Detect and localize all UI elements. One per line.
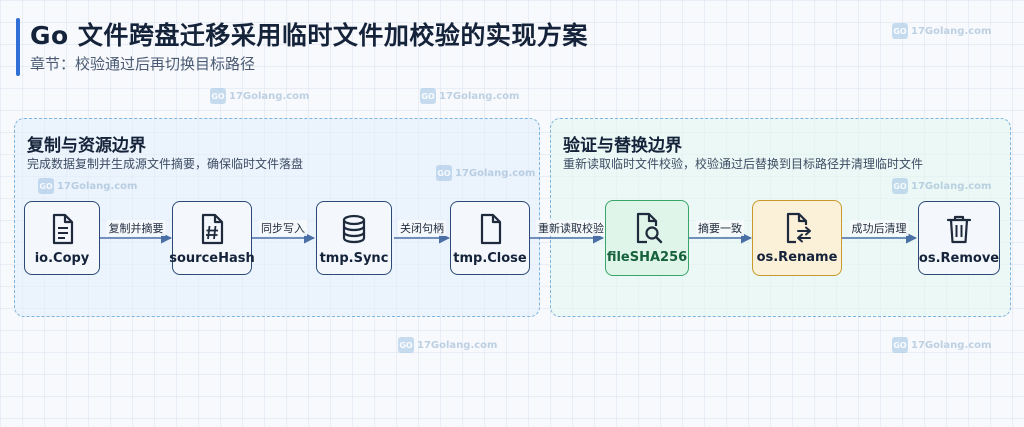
node-os-rename: os.Rename — [752, 200, 842, 276]
file-icon — [480, 213, 502, 245]
node-label: os.Rename — [756, 250, 838, 265]
node-tmp-close: tmp.Close — [450, 201, 530, 275]
node-label: os.Remove — [918, 251, 1000, 266]
node-io-copy: io.Copy — [24, 201, 100, 275]
node-source-hash: sourceHash — [169, 201, 255, 275]
node-tmp-sync: tmp.Sync — [316, 201, 392, 275]
edge-label: 重新读取校验 — [536, 220, 606, 236]
watermark-logo-icon: GO — [38, 178, 54, 194]
page-subtitle: 章节：校验通过后再切换目标路径 — [30, 55, 256, 73]
node-file-sha256: fileSHA256 — [605, 200, 689, 276]
node-os-remove: os.Remove — [918, 201, 1000, 275]
node-label: tmp.Sync — [319, 251, 389, 266]
node-label: tmp.Close — [453, 251, 527, 266]
edge-label: 成功后清理 — [849, 220, 909, 236]
page-title: Go 文件跨盘迁移采用临时文件加校验的实现方案 — [30, 21, 588, 50]
group-title: 复制与资源边界 — [27, 136, 146, 156]
node-label: fileSHA256 — [606, 250, 688, 265]
database-icon — [342, 214, 366, 244]
edge-label: 复制并摘要 — [106, 220, 166, 236]
edge-label: 摘要一致 — [696, 220, 744, 236]
document-icon — [52, 213, 74, 245]
watermark-logo-icon: GO — [210, 88, 226, 104]
watermark-logo-icon: GO — [892, 337, 908, 353]
edge-label: 同步写入 — [259, 220, 307, 236]
group-title: 验证与替换边界 — [563, 136, 682, 156]
node-label: io.Copy — [34, 251, 90, 266]
watermark-logo-icon: GO — [398, 337, 414, 353]
trash-icon — [946, 215, 972, 244]
watermark-logo-icon: GO — [420, 88, 436, 104]
group-description: 完成数据复制并生成源文件摘要，确保临时文件落盘 — [27, 157, 304, 171]
group-description: 重新读取临时文件校验，校验通过后替换到目标路径并清理临时文件 — [563, 157, 924, 171]
node-label: sourceHash — [169, 251, 255, 266]
title-accent-bar — [16, 18, 20, 76]
watermark-logo-icon: GO — [892, 23, 908, 39]
watermark-logo-icon: GO — [436, 165, 452, 181]
file-search-icon — [636, 212, 663, 244]
hash-file-icon — [201, 213, 224, 245]
edge-label: 关闭句柄 — [398, 220, 446, 236]
file-swap-icon — [786, 212, 811, 244]
watermark-logo-icon: GO — [892, 178, 908, 194]
